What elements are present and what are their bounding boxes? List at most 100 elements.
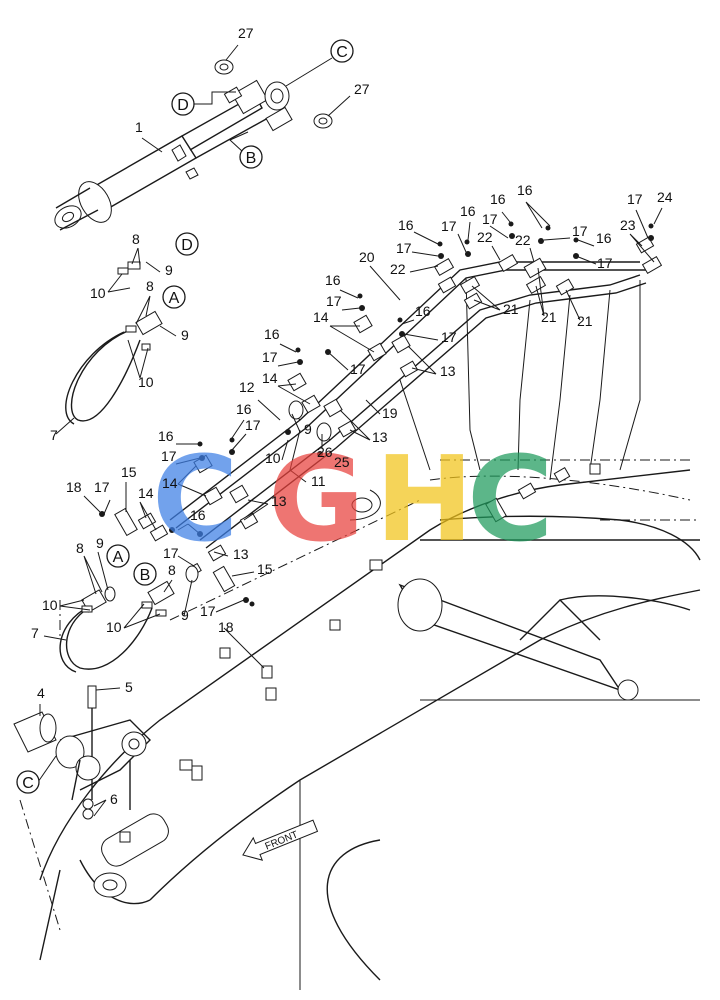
part-label-p27a: 27 [238, 25, 254, 41]
part-label-p11: 11 [311, 473, 326, 489]
hose-upper [65, 261, 163, 425]
callout-cD2: D [175, 232, 199, 256]
front-arrow-icon: FRONT [242, 819, 319, 861]
part-label-p8d: 8 [168, 562, 176, 578]
part-label-p20: 20 [359, 249, 375, 265]
part-label-p22a: 22 [390, 261, 406, 277]
part-label-p14b: 14 [262, 370, 278, 386]
part-label-p13a: 13 [271, 493, 287, 509]
part-label-p17o: 17 [627, 191, 643, 207]
part-label-p7b: 7 [31, 625, 39, 641]
part-label-p9c: 9 [304, 421, 312, 437]
part-label-p17n: 17 [597, 255, 613, 271]
part-label-p7a: 7 [50, 427, 58, 443]
bolts-washers [99, 221, 654, 607]
part-label-p13c: 13 [372, 429, 388, 445]
svg-text:G: G [268, 430, 365, 568]
part-label-p16c: 16 [236, 401, 252, 417]
part-label-p25: 25 [334, 454, 350, 470]
svg-text:D: D [177, 97, 189, 114]
washer-27-right [313, 113, 333, 129]
part-label-p21b: 21 [541, 309, 557, 325]
part-label-p8b: 8 [146, 278, 154, 294]
part-label-p9e: 9 [181, 607, 189, 623]
washer-27-top [214, 59, 234, 75]
part-label-p9d: 9 [96, 535, 104, 551]
part-label-p10c: 10 [265, 450, 281, 466]
part-label-p10e: 10 [106, 619, 122, 635]
part-label-p14c: 14 [162, 475, 178, 491]
callout-cA2: A [106, 544, 130, 568]
part-label-p18a: 18 [66, 479, 82, 495]
part-label-p1: 1 [135, 119, 143, 135]
part-label-p24: 24 [657, 189, 673, 205]
callout-cC1: C [330, 39, 354, 63]
callout-cD1: D [171, 92, 195, 116]
part-label-p17g: 17 [163, 545, 179, 561]
part-label-p17l: 17 [482, 211, 498, 227]
part-label-p22b: 22 [477, 229, 493, 245]
part-label-p16b: 16 [264, 326, 280, 342]
part-label-p6: 6 [110, 791, 118, 807]
part-label-p13d: 13 [440, 363, 456, 379]
part-label-p16a: 16 [325, 272, 341, 288]
clamp-brackets [114, 236, 663, 843]
part-label-p17d: 17 [245, 417, 261, 433]
svg-text:B: B [140, 567, 151, 584]
part-label-p15a: 15 [121, 464, 137, 480]
part-label-p17j: 17 [396, 240, 412, 256]
svg-text:A: A [113, 549, 124, 566]
svg-text:C: C [336, 44, 348, 61]
part-label-p16d: 16 [158, 428, 174, 444]
part-label-p17k: 17 [441, 218, 457, 234]
part-label-p23: 23 [620, 217, 636, 233]
part-label-p26: 26 [317, 444, 333, 460]
part-label-p16g: 16 [398, 217, 414, 233]
part-label-p17m: 17 [572, 223, 588, 239]
part-label-p14a: 14 [313, 309, 329, 325]
callout-cB2: B [133, 562, 157, 586]
part-label-p22c: 22 [515, 232, 531, 248]
part-label-p17h: 17 [200, 603, 216, 619]
boom-foot-pin [93, 872, 127, 898]
part-label-p21c: 21 [577, 313, 593, 329]
part-label-p16k: 16 [596, 230, 612, 246]
part-label-p18b: 18 [218, 619, 234, 635]
part-label-p9a: 9 [165, 262, 173, 278]
part-label-p8c: 8 [76, 540, 84, 556]
svg-text:H: H [375, 430, 474, 568]
part-label-p19: 19 [382, 405, 398, 421]
svg-text:D: D [181, 237, 193, 254]
part-label-p9b: 9 [181, 327, 189, 343]
part-label-p17f: 17 [94, 479, 110, 495]
svg-text:B: B [246, 150, 257, 167]
svg-text:C: C [467, 430, 554, 568]
part-label-p17c: 17 [350, 361, 366, 377]
part-label-p17b: 17 [262, 349, 278, 365]
part-label-p17e: 17 [161, 448, 177, 464]
part-label-p16e: 16 [190, 507, 206, 523]
phantom-lines [19, 459, 700, 931]
part-label-p10b: 10 [138, 374, 154, 390]
part-label-p5: 5 [125, 679, 133, 695]
part-label-p16i: 16 [490, 191, 506, 207]
watermark-logo: C G H C [152, 430, 554, 568]
part-label-p27b: 27 [354, 81, 370, 97]
hose-lower [59, 565, 199, 673]
part-label-p8a: 8 [132, 231, 140, 247]
part-label-p17a: 17 [326, 293, 342, 309]
boom-structure [39, 469, 701, 990]
leader-lines [37, 44, 663, 817]
part-label-p10d: 10 [42, 597, 58, 613]
part-label-p4: 4 [37, 685, 45, 701]
part-label-p10a: 10 [90, 285, 106, 301]
part-label-p12: 12 [239, 379, 255, 395]
boom-pin-assembly [13, 685, 151, 820]
part-label-p14d: 14 [138, 485, 154, 501]
part-label-p16j: 16 [517, 182, 533, 198]
callout-cB1: B [239, 145, 263, 169]
